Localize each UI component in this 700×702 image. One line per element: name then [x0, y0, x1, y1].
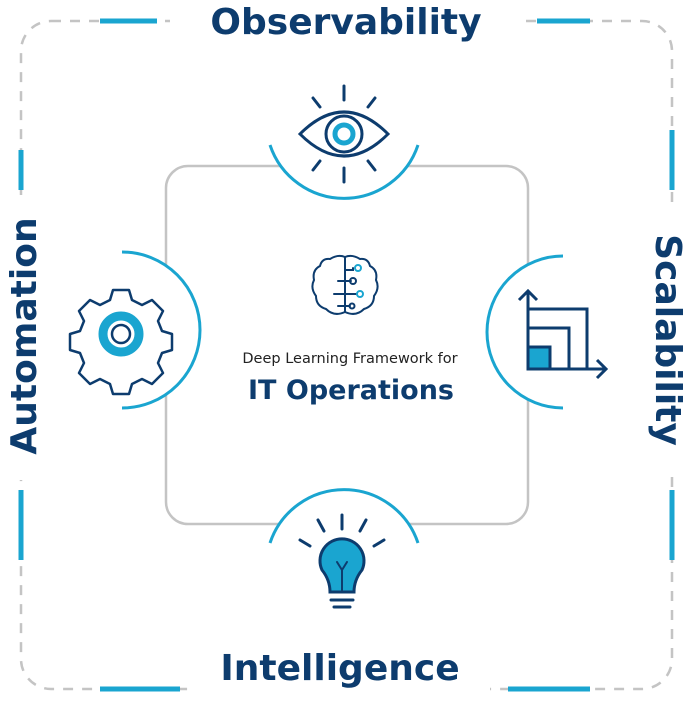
lightbulb-icon — [298, 513, 386, 609]
left-circle — [44, 250, 202, 410]
pillar-automation: Automation — [4, 217, 45, 454]
accent-dashes — [18, 18, 675, 692]
gear-icon — [68, 288, 174, 396]
pillar-observability: Observability — [210, 2, 481, 43]
growth-chart-icon — [517, 288, 609, 380]
title-small: Deep Learning Framework for — [242, 351, 457, 367]
right-circle — [485, 254, 639, 410]
title-large: IT Operations — [248, 375, 454, 406]
pillar-scalability: Scalability — [647, 234, 688, 446]
pillar-intelligence: Intelligence — [220, 648, 459, 689]
eye-icon — [297, 84, 391, 184]
brain-circuit-icon — [311, 254, 379, 315]
top-circle — [266, 42, 422, 200]
inner-frame — [164, 164, 530, 526]
